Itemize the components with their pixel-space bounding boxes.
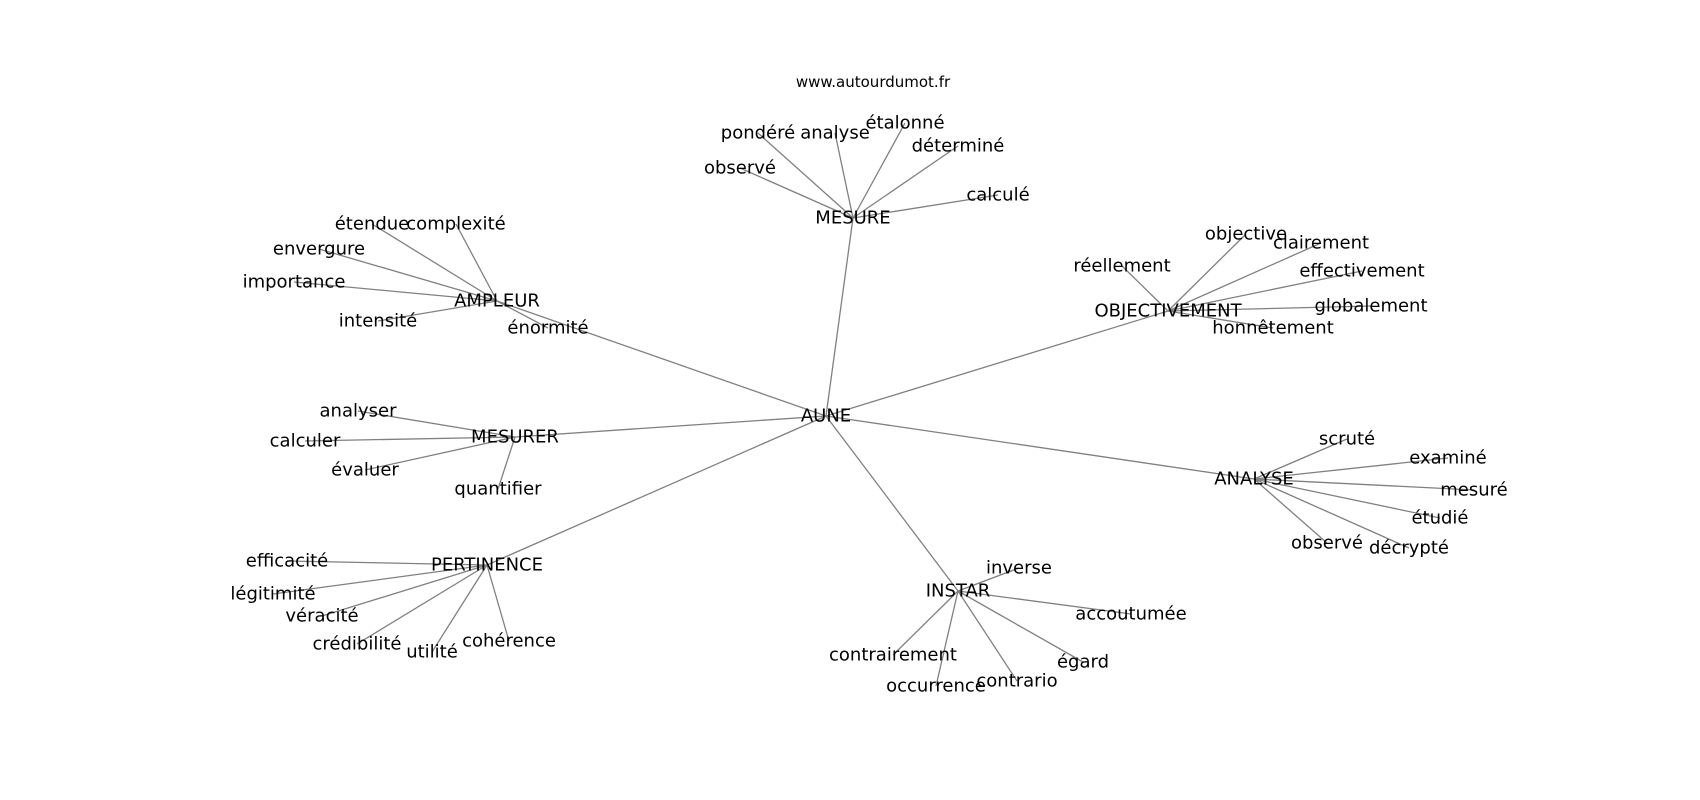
edge-mesurer-mesurer-analyser [357,410,516,438]
edge-mesure-mesure-determine [852,145,959,219]
edge-analyse-analyse-scrute [1253,438,1348,480]
edge-instar-instar-egard [957,590,1084,663]
node-mesurer[interactable]: MESURER [471,427,559,448]
node-instar-inverse[interactable]: inverse [986,558,1052,579]
node-mesure-observe[interactable]: observé [704,158,776,179]
node-pert-efficacite[interactable]: efficacité [246,551,328,572]
node-pert-veracite[interactable]: véracité [285,606,358,627]
edge-pertinence-pert-utilite [431,564,488,653]
node-instar-occurrence[interactable]: occurrence [886,676,986,697]
edge-analyse-analyse-mesure [1253,478,1475,491]
node-instar[interactable]: INSTAR [926,581,991,602]
edge-instar-instar-contrario [957,590,1018,682]
edge-pertinence-pert-veracite [321,564,488,617]
node-analyse-examine[interactable]: examiné [1409,448,1486,469]
node-objectivement[interactable]: OBJECTIVEMENT [1094,301,1242,322]
node-pert-credibilite[interactable]: crédibilité [313,634,402,655]
edge-pertinence-pert-credibilite [356,564,488,645]
edge-mesurer-mesurer-evaluer [364,436,516,471]
edge-mesurer-mesurer-calculer [304,436,516,442]
edge-mesure-mesure-observe [739,167,854,219]
edge-aune-instar [825,415,959,592]
edge-objectivement-obj-globalement [1167,305,1372,312]
edge-objectivement-obj-reellement [1121,265,1169,312]
node-ampleur-enormite[interactable]: énormité [507,318,588,339]
node-obj-globalement[interactable]: globalement [1314,296,1427,317]
edge-analyse-analyse-etudie [1253,478,1441,519]
node-mesure[interactable]: MESURE [815,208,890,229]
node-mesure-analyse[interactable]: analyse [800,123,870,144]
edge-ampleur-ampleur-envergure [318,248,498,302]
node-ampleur-importance[interactable]: importance [243,272,346,293]
edge-analyse-analyse-decrypte [1253,478,1410,549]
node-analyse-etudie[interactable]: étudié [1411,508,1468,529]
node-pert-utilite[interactable]: utilité [406,642,458,663]
node-instar-accoutumee[interactable]: accoutumée [1075,604,1186,625]
node-mesurer-analyser[interactable]: analyser [320,401,398,422]
node-mesure-pondere[interactable]: pondéré [721,123,795,144]
edge-mesure-mesure-calcule [852,194,999,219]
edge-analyse-analyse-examine [1253,457,1449,480]
edge-objectivement-obj-clairement [1167,242,1322,312]
edge-instar-instar-contrairement [892,590,959,656]
edge-objectivement-obj-effectivement [1167,270,1363,312]
node-ampleur-etendue[interactable]: étendue [335,214,410,235]
edge-ampleur-ampleur-importance [293,281,498,302]
node-mesure-calcule[interactable]: calculé [966,185,1029,206]
edge-aune-mesure [825,217,854,417]
node-ampleur[interactable]: AMPLEUR [454,291,540,312]
edge-pertinence-pert-coherence [486,564,510,642]
graph-edges [272,122,1475,687]
edge-analyse-analyse-observe [1253,478,1328,544]
edge-ampleur-ampleur-intensite [377,300,498,322]
source-watermark: www.autourdumot.fr [796,73,951,91]
node-obj-clairement[interactable]: clairement [1273,233,1369,254]
node-mesurer-calculer[interactable]: calculer [270,431,341,452]
node-analyse-scrute[interactable]: scruté [1319,429,1375,450]
edge-objectivement-obj-objective [1167,233,1247,312]
edge-objectivement-obj-honnetement [1167,310,1274,329]
edge-pertinence-pert-efficacite [286,560,488,566]
edge-aune-analyse [825,415,1255,480]
edge-mesure-mesure-etalonne [852,122,906,219]
node-obj-reellement[interactable]: réellement [1073,256,1170,277]
edge-mesure-mesure-pondere [757,132,854,219]
edge-mesure-mesure-analyse [834,132,854,219]
node-pert-coherence[interactable]: cohérence [462,631,556,652]
edge-mesurer-mesurer-quantifier [497,436,516,490]
node-instar-egard[interactable]: égard [1057,652,1109,673]
edge-aune-objectivement [825,310,1169,417]
graph-labels: AUNE MESURE AMPLEUR OBJECTIVEMENT MESURER ANA… [230,113,1507,697]
node-obj-effectivement[interactable]: effectivement [1299,261,1424,282]
node-pert-legitimite[interactable]: légitimité [230,584,315,605]
node-ampleur-envergure[interactable]: envergure [273,239,365,260]
edge-ampleur-ampleur-enormite [496,300,549,329]
edge-aune-pertinence [486,415,827,566]
node-ampleur-intensite[interactable]: intensité [339,311,417,332]
node-analyse-decrypte[interactable]: décrypté [1369,538,1449,559]
node-aune[interactable]: AUNE [801,406,851,427]
node-mesure-etalonne[interactable]: étalonné [865,113,944,134]
edge-aune-mesurer [514,415,827,438]
edge-ampleur-ampleur-complexite [455,223,498,302]
node-obj-honnetement[interactable]: honnêtement [1212,318,1334,339]
node-analyse-observe[interactable]: observé [1291,533,1363,554]
node-mesurer-evaluer[interactable]: évaluer [331,460,399,481]
node-analyse[interactable]: ANALYSE [1214,469,1294,490]
edge-ampleur-ampleur-etendue [371,223,498,302]
edge-instar-instar-inverse [957,567,1020,592]
node-instar-contrairement[interactable]: contrairement [829,645,957,666]
node-obj-objective[interactable]: objective [1205,224,1287,245]
node-analyse-mesure[interactable]: mesuré [1440,480,1507,501]
edge-instar-instar-occurrence [935,590,959,687]
edge-instar-instar-accoutumee [957,590,1132,615]
edge-aune-ampleur [496,300,827,417]
node-mesure-determine[interactable]: déterminé [912,136,1005,157]
node-ampleur-complexite[interactable]: complexité [406,214,505,235]
node-mesurer-quantifier[interactable]: quantifier [454,479,542,500]
node-pertinence[interactable]: PERTINENCE [431,555,543,576]
node-instar-contrario[interactable]: contrario [976,671,1057,692]
edge-pertinence-pert-legitimite [272,564,488,595]
